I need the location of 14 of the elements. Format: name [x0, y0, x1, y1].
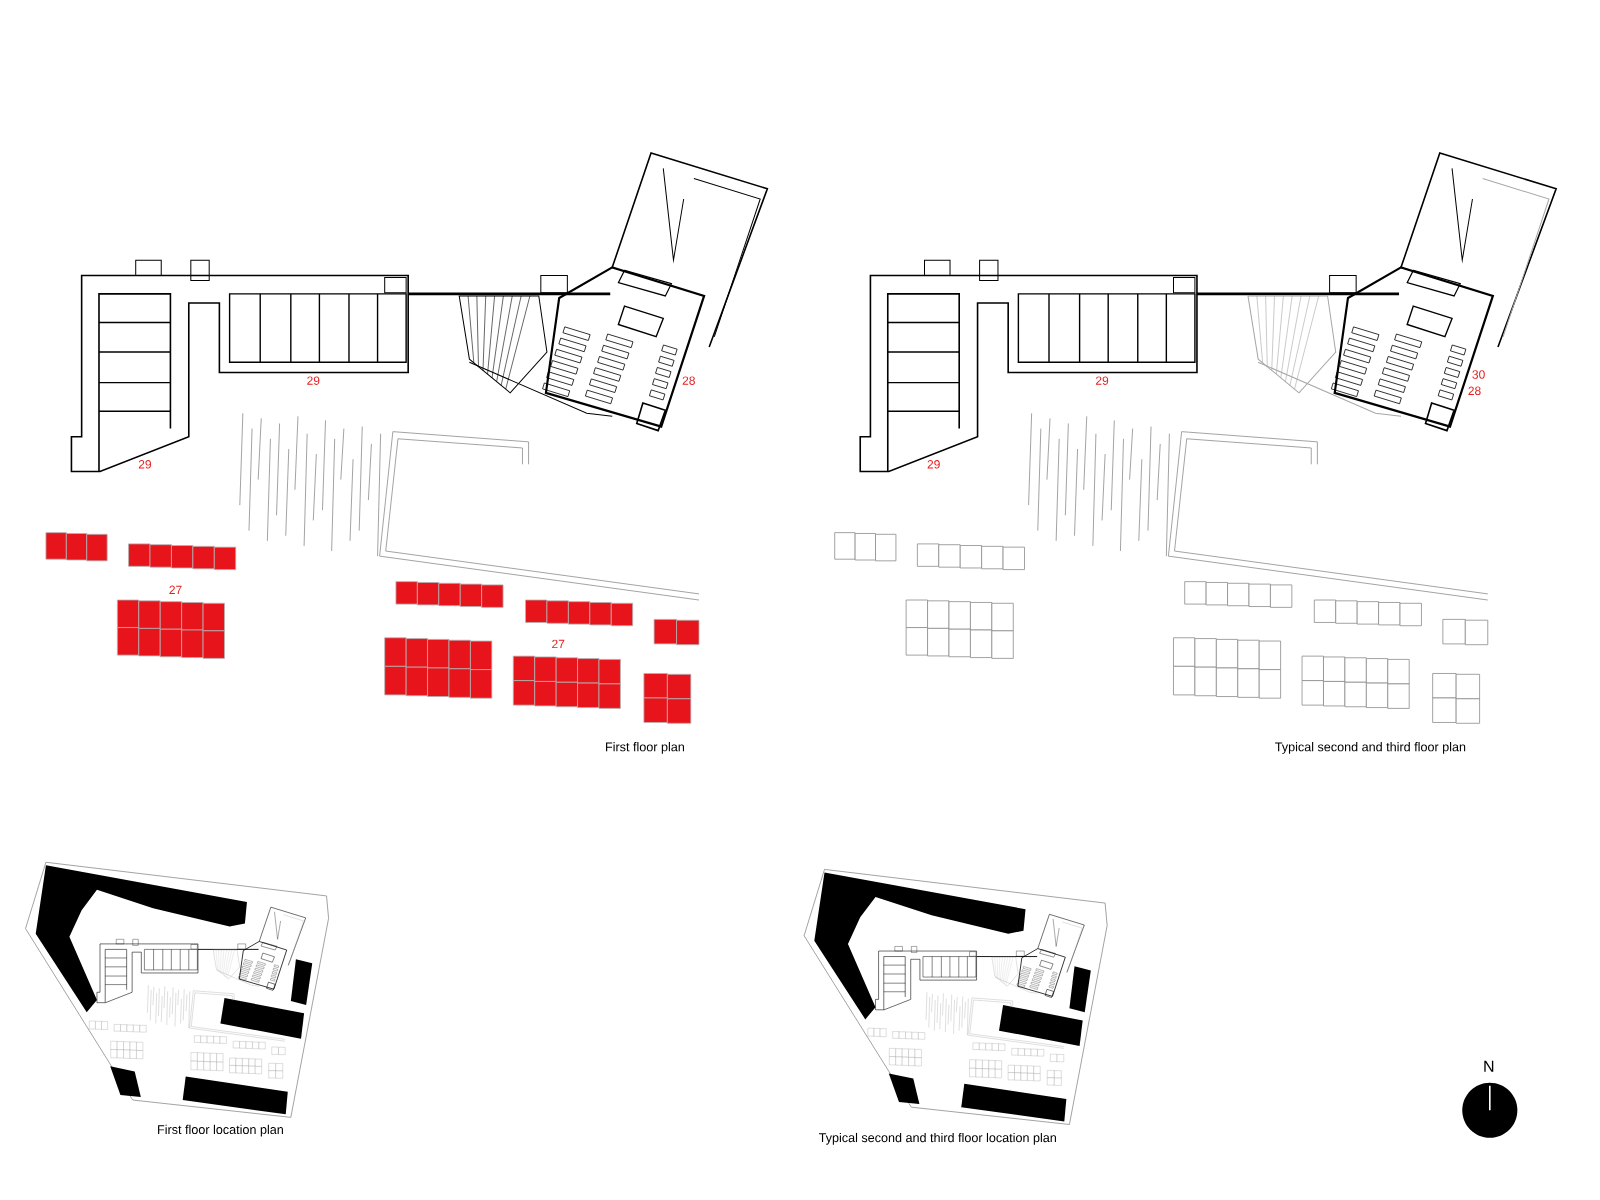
north-label: N [1484, 1060, 1494, 1072]
callout-number: 29 [307, 376, 320, 385]
plan-title: Typical second and third floor plan [1275, 742, 1466, 754]
callout-number: 29 [927, 460, 940, 469]
callout-number: 28 [682, 376, 695, 385]
callout-number: 29 [138, 460, 151, 469]
callout-number: 27 [552, 639, 565, 649]
callout-number: 28 [1468, 386, 1481, 396]
callout-number: 30 [1472, 370, 1485, 379]
plan-title: First floor location plan [158, 1124, 283, 1137]
plan-title: First floor plan [606, 742, 684, 754]
callout-number: 29 [1096, 376, 1109, 385]
plan-title: Typical second and third floor location plan [819, 1132, 1056, 1145]
callout-number: 27 [169, 585, 182, 594]
